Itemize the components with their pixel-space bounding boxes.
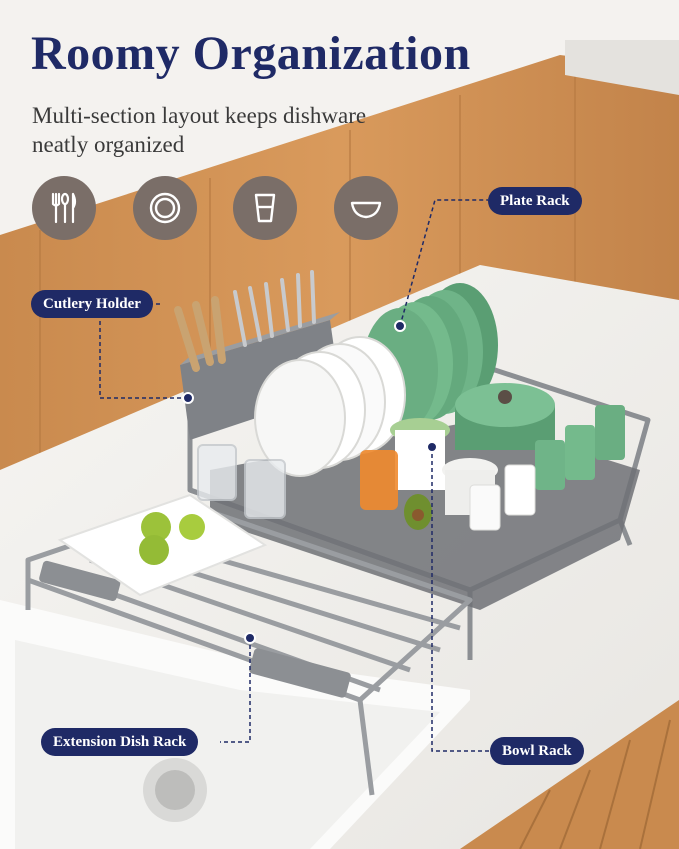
callout-bowl-rack: Bowl Rack <box>490 737 584 765</box>
subtitle-line-2: neatly organized <box>32 132 185 157</box>
cup-icon <box>233 176 297 240</box>
subtitle: Multi-section layout keeps dishware neat… <box>32 101 452 159</box>
subtitle-line-1: Multi-section layout keeps dishware <box>32 103 367 128</box>
plate-icon <box>133 176 197 240</box>
plate-rack-marker <box>394 320 406 332</box>
callout-plate-rack: Plate Rack <box>488 187 582 215</box>
extension-dish-rack-marker <box>244 632 256 644</box>
bowl-rack-marker <box>426 441 438 453</box>
bowl-icon <box>334 176 398 240</box>
cutlery-holder-marker <box>182 392 194 404</box>
callout-extension-dish-rack: Extension Dish Rack <box>41 728 199 756</box>
page-title: Roomy Organization <box>31 27 471 80</box>
callout-cutlery-holder: Cutlery Holder <box>31 290 153 318</box>
cutlery-icon <box>32 176 96 240</box>
